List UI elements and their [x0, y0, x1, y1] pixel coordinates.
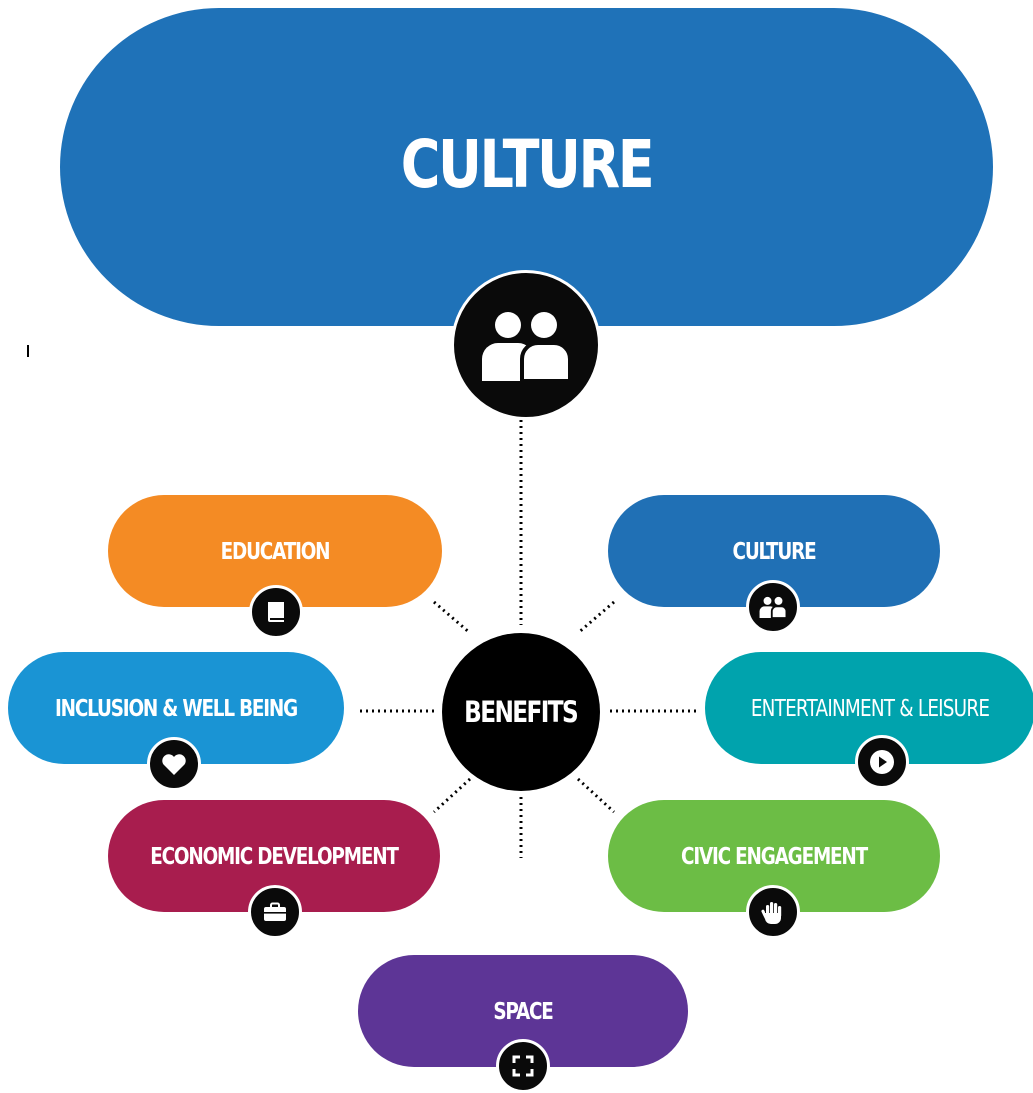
category-entertainment-label: ENTERTAINMENT & LEISURE	[750, 696, 990, 722]
heart-icon	[147, 737, 201, 791]
category-education-label: EDUCATION	[220, 539, 331, 565]
category-civic-label: CIVIC ENGAGEMENT	[681, 844, 868, 870]
play-icon	[855, 735, 909, 789]
category-inclusion-label: INCLUSION & WELL BEING	[54, 696, 298, 722]
connector-upper-left	[433, 600, 471, 635]
category-space-label: SPACE	[493, 999, 554, 1025]
hand-icon	[746, 885, 800, 939]
stray-mark	[27, 345, 29, 357]
people-icon	[451, 270, 601, 420]
frame-corners-icon	[496, 1039, 550, 1093]
category-economic-label: ECONOMIC DEVELOPMENT	[150, 844, 399, 870]
culture-title-label: CULTURE	[400, 126, 655, 203]
connector-lower-right	[576, 777, 616, 814]
people-icon	[746, 580, 800, 634]
benefits-hub: BENEFITS	[442, 633, 600, 791]
book-icon	[249, 585, 303, 639]
connector-upper-right	[577, 600, 615, 635]
connector-lower-left	[432, 777, 472, 814]
category-culture-label: CULTURE	[732, 539, 817, 565]
benefits-hub-label: BENEFITS	[464, 695, 579, 729]
briefcase-icon	[248, 885, 302, 939]
